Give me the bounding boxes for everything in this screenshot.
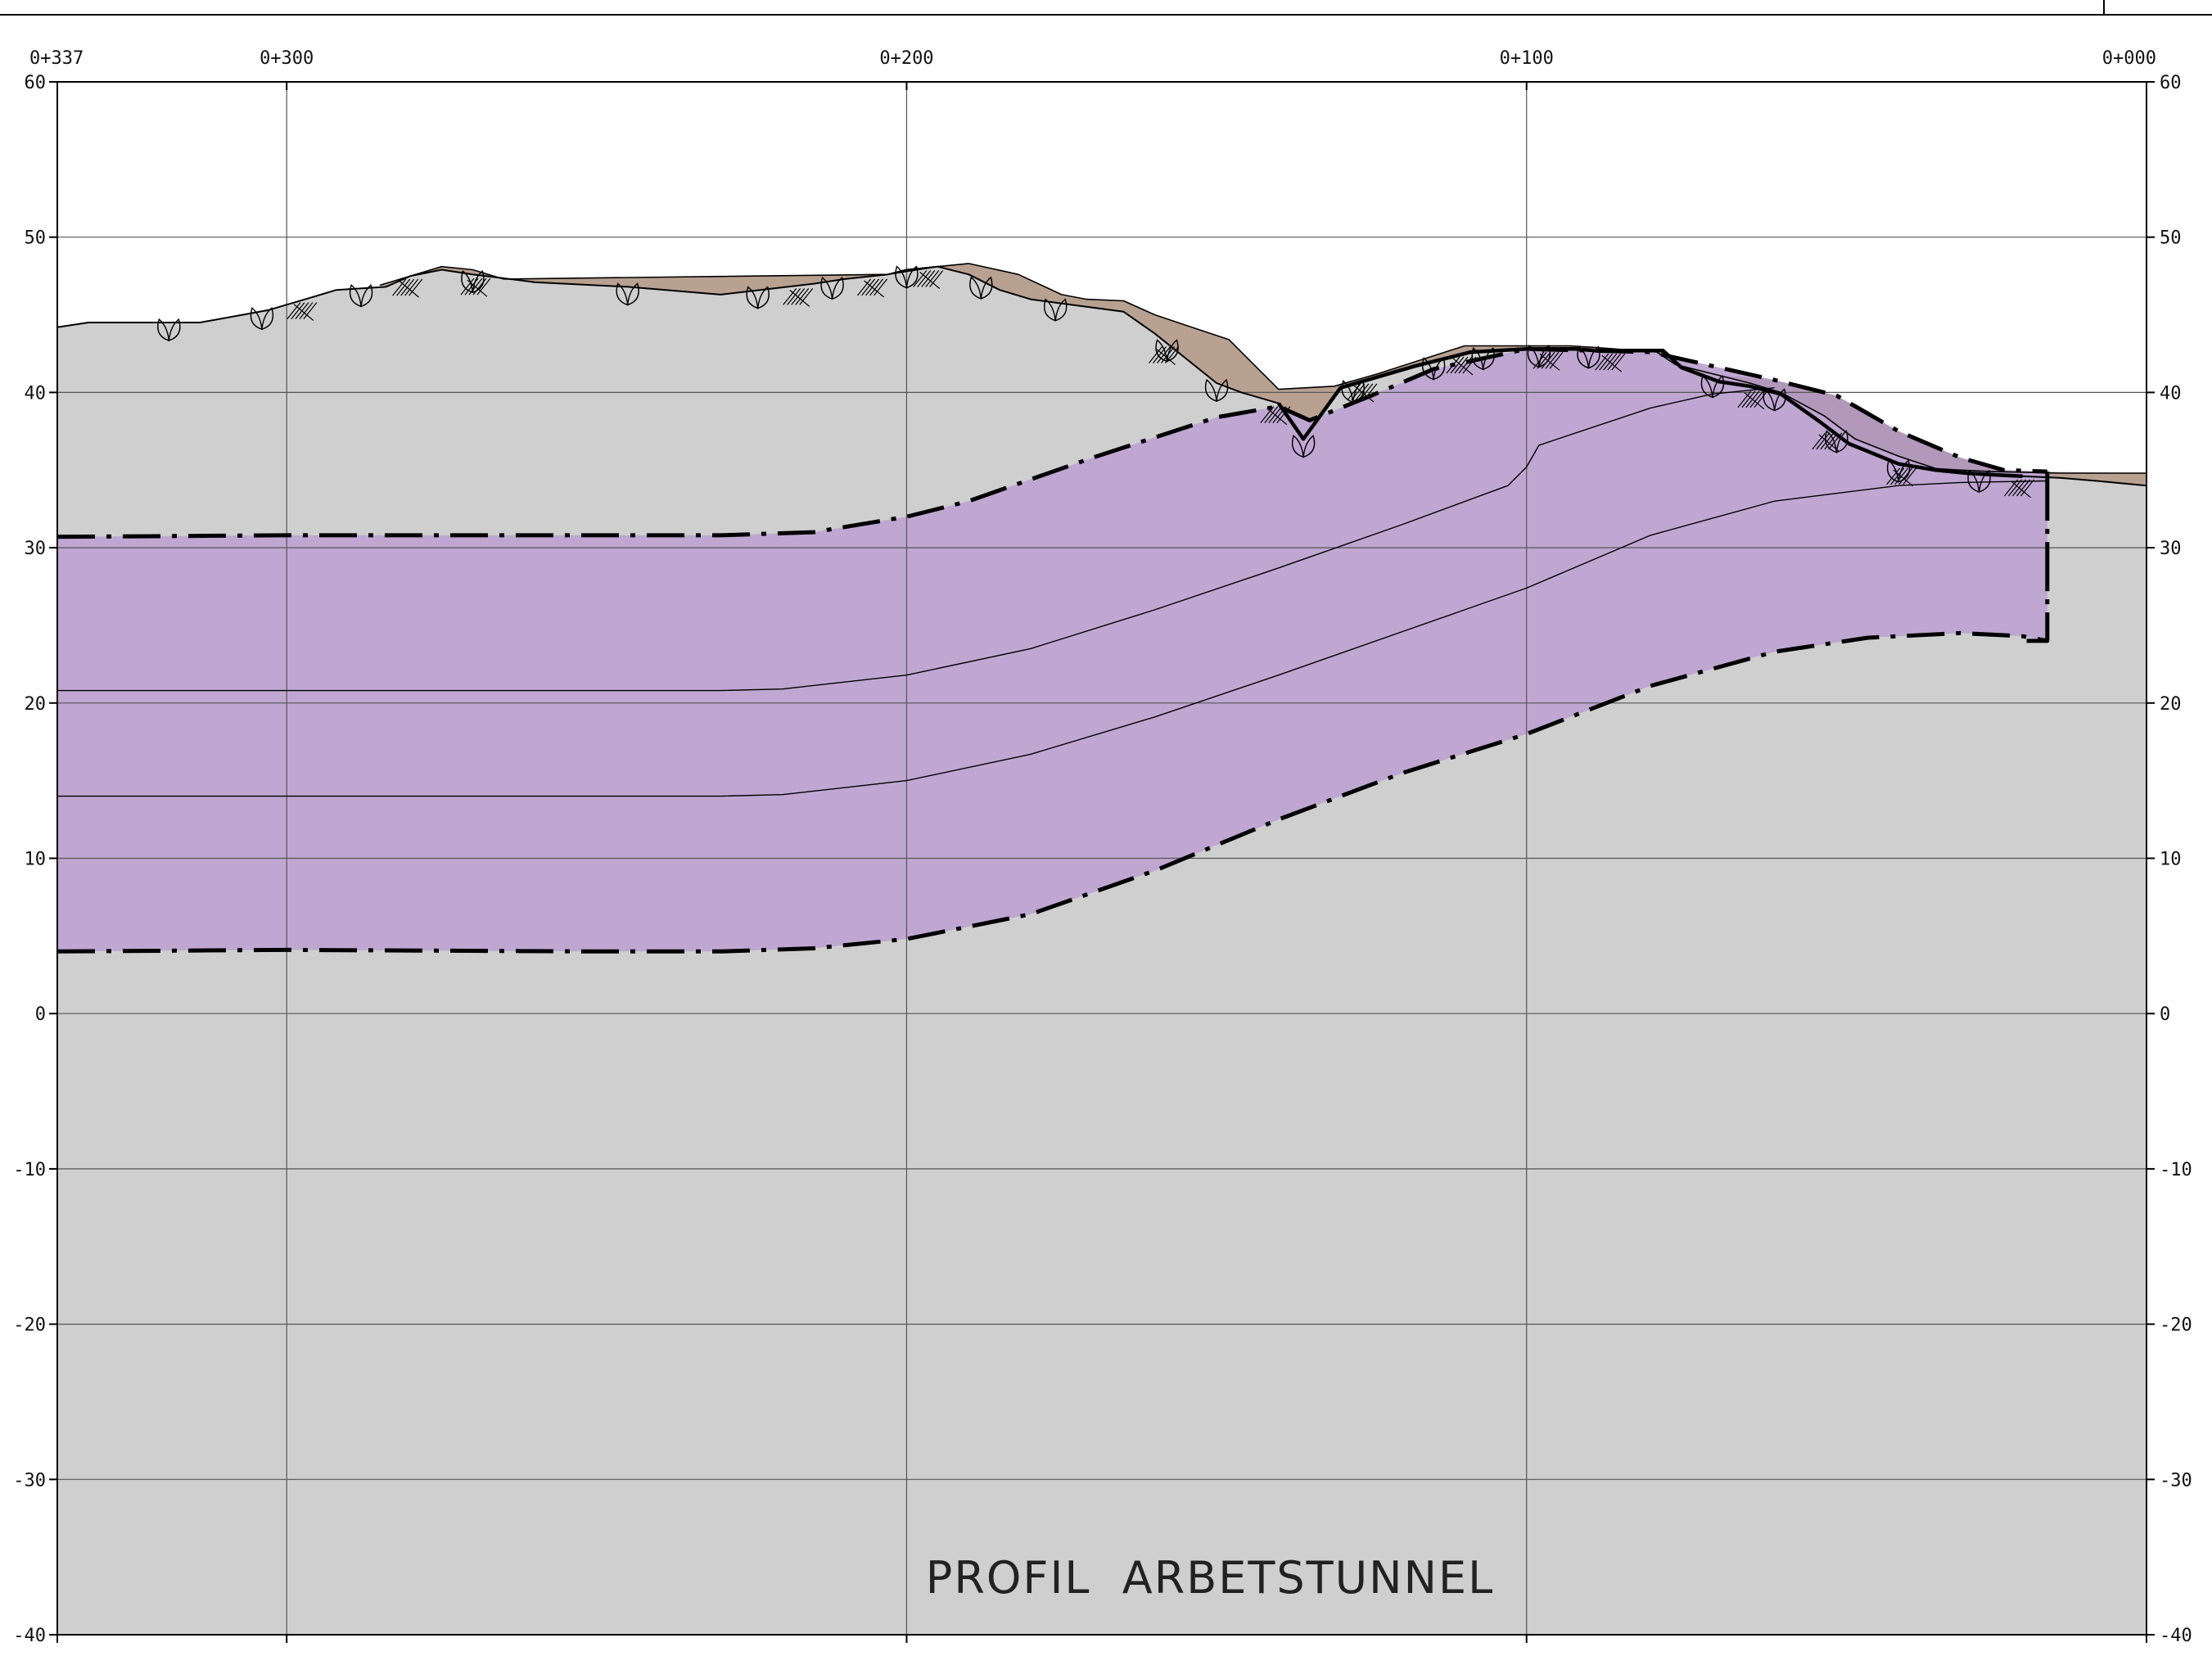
y-tick-label-left: 50 bbox=[25, 228, 47, 249]
hatch-symbol-icon bbox=[392, 278, 423, 298]
leaf-symbol-icon bbox=[616, 282, 639, 306]
hatch-symbol-icon bbox=[287, 302, 318, 322]
y-tick-label-right: 20 bbox=[2160, 694, 2182, 715]
leaf-symbol-icon bbox=[895, 265, 919, 289]
plot-area bbox=[57, 82, 2147, 1635]
y-tick-label-right: -20 bbox=[2160, 1315, 2192, 1336]
drawing-title: PROFIL ARBETSTUNNEL bbox=[926, 1552, 1494, 1604]
hatch-symbol-icon bbox=[783, 288, 814, 307]
y-tick-label-left: 60 bbox=[25, 73, 47, 93]
leaf-symbol-icon bbox=[1421, 357, 1446, 381]
hatch-symbol-icon bbox=[1812, 432, 1843, 452]
y-tick-label-left: 40 bbox=[25, 383, 47, 404]
y-tick-label-right: 60 bbox=[2160, 73, 2182, 93]
y-tick-label-right: -30 bbox=[2160, 1470, 2192, 1491]
y-tick-label-left: 0 bbox=[35, 1004, 46, 1025]
hatch-symbol-icon bbox=[2004, 479, 2035, 499]
x-tick-label: 0+300 bbox=[260, 48, 314, 69]
tunnel-line-upper-line bbox=[57, 387, 1775, 692]
leaf-symbol-icon bbox=[1763, 388, 1786, 412]
leaf-symbol-icon bbox=[746, 286, 770, 309]
portal-line bbox=[2022, 472, 2050, 643]
y-tick-label-left: -20 bbox=[13, 1315, 46, 1336]
leaf-symbol-icon bbox=[157, 318, 181, 342]
soil-layer-top-line bbox=[379, 263, 2147, 474]
leaf-symbol-icon bbox=[1044, 298, 1068, 322]
profile-lines bbox=[57, 263, 2147, 954]
y-tick-label-right: -40 bbox=[2160, 1626, 2192, 1646]
hatch-symbol-icon bbox=[1886, 467, 1917, 487]
x-tick-label: 0+000 bbox=[2102, 48, 2156, 69]
y-tick-label-right: 10 bbox=[2160, 850, 2182, 870]
y-tick-label-right: 40 bbox=[2160, 383, 2182, 404]
leaf-symbol-icon bbox=[1967, 469, 1991, 494]
hatch-symbol-icon bbox=[1149, 346, 1179, 365]
y-tick-label-left: -40 bbox=[13, 1626, 46, 1646]
y-tick-label-right: 30 bbox=[2160, 539, 2182, 559]
y-tick-label-left: 30 bbox=[25, 539, 47, 559]
leaf-symbol-icon bbox=[1700, 375, 1725, 399]
hatch-symbol-icon bbox=[857, 278, 888, 298]
y-tick-label-left: 10 bbox=[25, 850, 47, 870]
terrain-symbols bbox=[157, 265, 2035, 499]
hatch-symbol-icon bbox=[913, 270, 944, 289]
grid bbox=[57, 82, 2147, 1635]
leaf-symbol-icon bbox=[969, 276, 993, 300]
tunnel-line-lower-line bbox=[57, 480, 2047, 797]
excavation-edge-line bbox=[1276, 347, 2023, 479]
tunnel-zone-lower-boundary-line bbox=[57, 630, 2048, 954]
leaf-symbol-icon bbox=[820, 276, 844, 300]
tunnel-zone-area bbox=[57, 349, 2047, 952]
tunnel-soil-overlap-area bbox=[1718, 375, 2147, 473]
x-tick-label: 0+100 bbox=[1500, 48, 1554, 69]
hatch-symbol-icon bbox=[1347, 383, 1378, 403]
tunnel-zone-upper-boundary-line bbox=[57, 346, 2047, 539]
leaf-symbol-icon bbox=[1291, 435, 1316, 458]
leaf-symbol-icon bbox=[349, 284, 373, 308]
x-tick-label: 0+200 bbox=[879, 48, 933, 69]
title-block-frame bbox=[0, 0, 2212, 16]
hatch-symbol-icon bbox=[1595, 353, 1626, 372]
hatch-symbol-icon bbox=[1737, 390, 1768, 410]
leaf-symbol-icon bbox=[1204, 378, 1229, 403]
leaf-symbol-icon bbox=[1341, 380, 1365, 404]
leaf-symbol-icon bbox=[250, 307, 274, 331]
x-tick-label: 0+337 bbox=[29, 48, 84, 69]
y-tick-label-right: 0 bbox=[2160, 1004, 2170, 1025]
leaf-symbol-icon bbox=[1577, 345, 1600, 369]
y-tick-label-left: -30 bbox=[13, 1470, 46, 1491]
hatch-symbol-icon bbox=[1260, 406, 1291, 426]
sky-area bbox=[57, 82, 2147, 486]
hatch-symbol-icon bbox=[1446, 356, 1477, 376]
hatch-symbol-icon bbox=[1533, 351, 1564, 371]
y-tick-label-right: 50 bbox=[2160, 228, 2182, 249]
hatch-symbol-icon bbox=[460, 278, 491, 297]
y-tick-label-left: 20 bbox=[25, 694, 47, 715]
y-tick-label-right: -10 bbox=[2160, 1160, 2192, 1180]
y-tick-label-left: -10 bbox=[13, 1160, 46, 1180]
leaf-symbol-icon bbox=[1471, 347, 1495, 371]
